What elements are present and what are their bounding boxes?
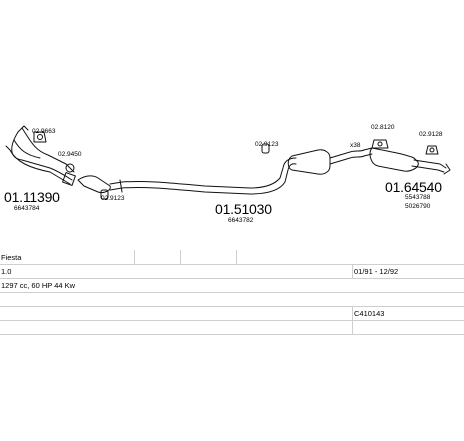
- rubber-mount-shapes: [371, 139, 439, 155]
- row-divider: [0, 334, 464, 335]
- gasket-left-label: 02.9663: [32, 128, 56, 135]
- row-divider: [0, 320, 464, 321]
- middle-pipe-ref: 6643782: [228, 217, 254, 224]
- col-divider: [352, 306, 353, 334]
- col-divider: [352, 264, 353, 278]
- row-divider: [0, 278, 464, 279]
- row-divider: [0, 306, 464, 307]
- exhaust-diagram: 02.9663 02.9450 01.11390 6643784 02.9123…: [4, 124, 451, 224]
- front-pipe-code: 01.11390: [4, 189, 60, 205]
- col-divider: [236, 250, 237, 264]
- clamp-mid-left-label: 02.9123: [101, 195, 125, 202]
- gasket-left-shape: [33, 131, 47, 143]
- rear-silencer-shape: [369, 147, 451, 175]
- front-pipe-shape: [5, 125, 76, 186]
- production-years: 01/91 - 12/92: [354, 267, 399, 276]
- catalog-code: C410143: [354, 309, 385, 318]
- mount-label: x38: [350, 142, 361, 149]
- rear-silencer-ref2: 5026790: [405, 203, 431, 210]
- engine-size: 1.0: [1, 267, 12, 276]
- front-pipe-ref: 6643784: [14, 205, 40, 212]
- exhaust-drawing: [5, 125, 451, 200]
- middle-pipe-code: 01.51030: [215, 201, 272, 217]
- rubber-right-label: 02.9128: [419, 131, 443, 138]
- clamp-mid-shapes: [100, 143, 270, 200]
- row-divider: [0, 264, 464, 265]
- model-name: Fiesta: [1, 253, 22, 262]
- row-divider: [0, 292, 464, 293]
- rear-silencer-code: 01.64540: [385, 179, 442, 195]
- middle-pipe-shape: [77, 157, 297, 195]
- col-divider: [134, 250, 135, 264]
- rear-silencer-ref1: 5543788: [405, 194, 431, 201]
- engine-spec: 1297 cc, 60 HP 44 Kw: [1, 281, 76, 290]
- clamp-left-shape: [65, 163, 75, 173]
- center-silencer-shape: [287, 147, 373, 175]
- clamp-mid-right-label: 02.9123: [255, 141, 279, 148]
- clamp-left-label: 02.9450: [58, 151, 82, 158]
- col-divider: [180, 250, 181, 264]
- rubber-center-label: 02.8120: [371, 124, 395, 131]
